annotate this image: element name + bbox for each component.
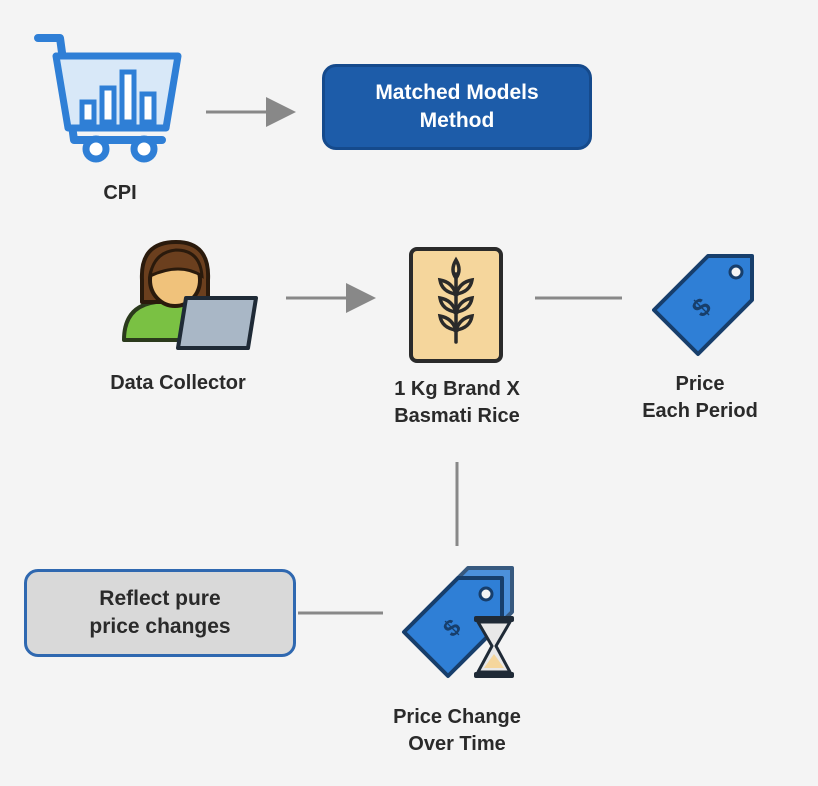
price-each-period-label: Price Each Period	[642, 373, 758, 422]
price-change-label: Price Change Over Time	[393, 706, 521, 755]
rice-label: 1 Kg Brand X Basmati Rice	[394, 378, 520, 427]
reflect-price-changes-box: Reflect pure price changes	[24, 569, 296, 657]
price-tag-icon: $	[652, 250, 758, 363]
rice-bag-icon	[408, 246, 504, 369]
matched-models-method-box: Matched Models Method	[322, 64, 592, 150]
shopping-cart-chart-icon	[34, 32, 184, 169]
cpi-label: CPI	[103, 182, 137, 204]
person-laptop-icon	[120, 236, 260, 361]
data-collector-label: Data Collector	[110, 372, 246, 394]
price-tag-hourglass-icon: $	[400, 564, 532, 689]
